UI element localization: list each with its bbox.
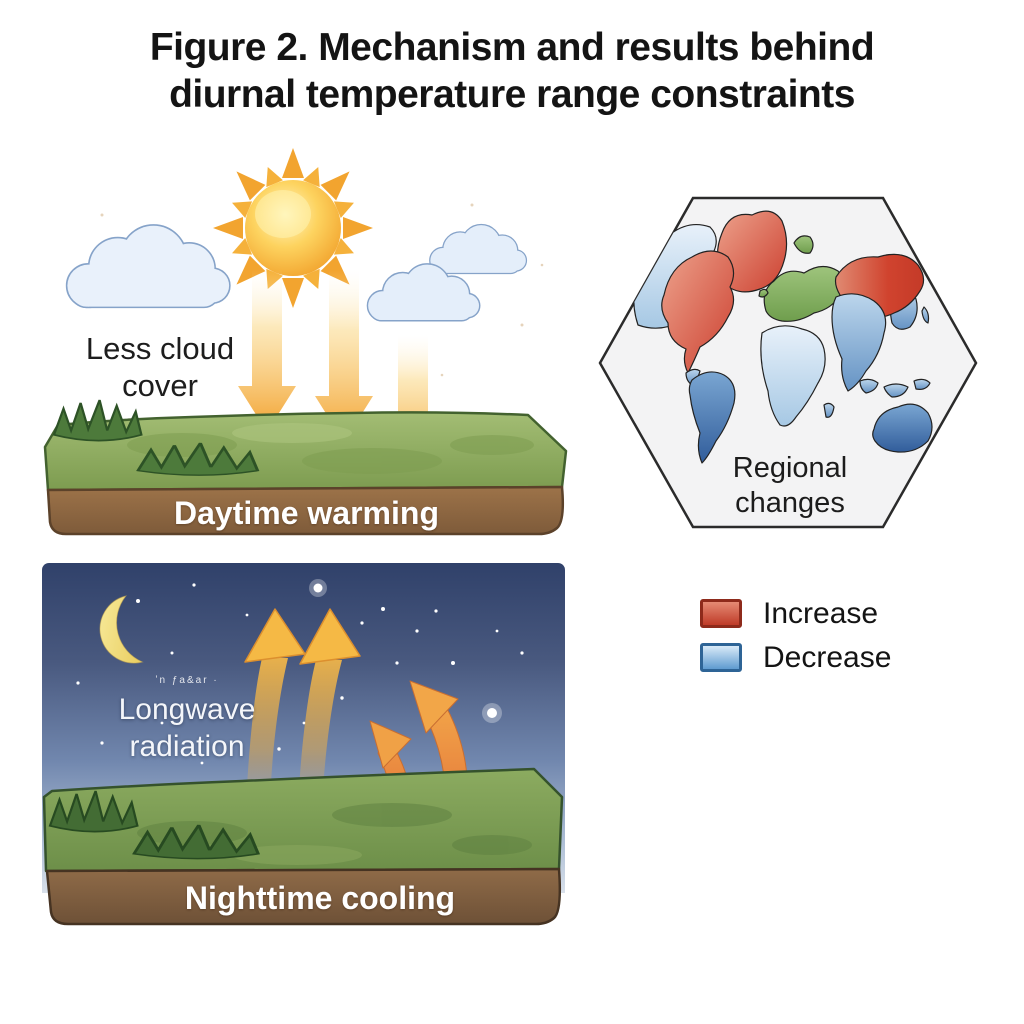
map-region-north-america — [661, 250, 735, 374]
map-region-madagascar — [823, 402, 835, 418]
map-region-south-asia — [831, 293, 887, 392]
less-cloud-cover-label: Less cloud cover — [70, 330, 250, 404]
nighttime-cooling-caption: Nighttime cooling — [184, 880, 456, 916]
star-icon — [313, 583, 323, 593]
regional-changes-line1: Regional — [732, 452, 848, 484]
regional-changes-line2: changes — [735, 487, 845, 519]
sun-icon — [213, 148, 373, 308]
map-region-uk — [758, 288, 769, 298]
increase-label: Increase — [763, 596, 879, 630]
daytime-panel: Less cloud cover Daytime warming — [42, 145, 570, 537]
world-map — [633, 210, 949, 464]
map-region-japan — [921, 306, 930, 324]
increase-swatch-icon — [700, 599, 742, 628]
map-region-se-asia-island — [859, 378, 879, 394]
map-region-australia — [872, 403, 933, 453]
down-arrow-icon — [315, 270, 373, 442]
daytime-scene — [43, 148, 568, 536]
longwave-up-arrows — [244, 608, 361, 805]
figure-title: Figure 2. Mechanism and results behind d… — [0, 24, 1024, 118]
figure-title-line2: diurnal temperature range constraints — [169, 73, 855, 116]
map-region-africa — [760, 325, 826, 427]
artifact-text: ʼn ƒa&ar · — [155, 675, 219, 686]
nighttime-ground — [42, 767, 564, 926]
legend-item-increase: Increase — [700, 596, 891, 630]
map-region-scandinavia — [793, 235, 814, 254]
map-region-new-zealand — [937, 451, 949, 463]
regional-changes-label: Regional changes — [660, 451, 920, 521]
regional-changes-panel: Regional changes — [598, 195, 978, 531]
map-region-greenland — [716, 210, 788, 293]
longwave-radiation-label: Longwave radiation — [97, 691, 277, 765]
map-region-se-asia-island — [913, 378, 931, 390]
daytime-warming-caption: Daytime warming — [174, 495, 439, 531]
map-region-se-asia-island — [883, 383, 909, 398]
sky-speckles — [100, 203, 544, 377]
longwave-line1: Longwave — [118, 693, 256, 726]
map-legend: Increase Decrease — [700, 596, 892, 686]
daytime-ground — [43, 398, 568, 536]
decrease-label: Decrease — [763, 640, 892, 674]
less-cloud-cover-line2: cover — [122, 368, 198, 403]
regional-map-hexagon — [598, 196, 978, 529]
decrease-swatch-icon — [700, 643, 742, 672]
up-arrow-icon — [298, 660, 342, 805]
cloud-icon — [429, 223, 528, 275]
map-region-south-america — [688, 371, 736, 464]
nighttime-scene — [42, 563, 565, 926]
up-arrow-icon — [246, 658, 288, 803]
cloud-icon — [65, 224, 231, 309]
figure-title-line1: Figure 2. Mechanism and results behind — [149, 26, 875, 69]
down-arrow-icon — [238, 270, 296, 432]
legend-item-decrease: Decrease — [700, 640, 892, 674]
crescent-moon-icon — [99, 595, 144, 664]
longwave-line2: radiation — [129, 730, 245, 763]
star-icon — [487, 708, 497, 718]
less-cloud-cover-line1: Less cloud — [85, 331, 235, 366]
nighttime-panel: ʼn ƒa&ar · Longwave radiation Nighttime … — [42, 563, 565, 930]
